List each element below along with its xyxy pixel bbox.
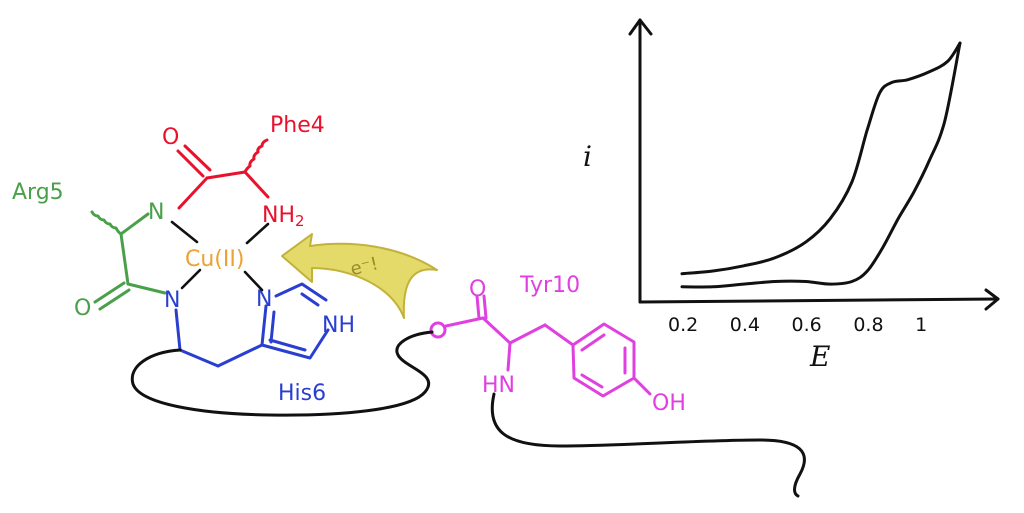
cv-y-axis-arrowhead <box>628 18 653 36</box>
copper-label: Cu(II) <box>185 247 244 272</box>
his-imidazole-ring <box>260 282 330 360</box>
arg-o-label: O <box>74 296 91 321</box>
cv-xtick-label: 0.4 <box>730 314 760 336</box>
tyr-ester-o-ring <box>429 321 447 339</box>
cv-x-axis <box>638 297 1000 304</box>
arg-carbonyl-double-b <box>98 288 131 311</box>
copper-center: Cu(II) <box>170 220 270 292</box>
cv-x-axis-arrowhead <box>984 288 1000 311</box>
arg-carbonyl-to-n-bond <box>126 282 167 295</box>
his-imidazole-nh-label: NH <box>322 313 355 338</box>
cv-tick-labels: 0.2 0.4 0.6 0.8 1 <box>668 314 927 336</box>
phe-nh2-label: NH2 <box>262 203 305 230</box>
tyr-carbonyl-double-b <box>482 294 488 320</box>
phe-backbone-bond <box>205 170 247 180</box>
tyr-phenyl-inner-3 <box>580 373 604 389</box>
tyr-phenyl-inner-1 <box>580 333 606 352</box>
phe-carbonyl-to-n-bond <box>177 176 209 210</box>
cu-nh2-bond <box>245 222 270 245</box>
cv-xlabel: E <box>809 340 830 373</box>
peptide-backbone-tail <box>490 392 806 498</box>
his6-fragment: N N NH His6 <box>164 282 355 406</box>
arg5-label: Arg5 <box>12 180 64 205</box>
cv-forward-scan-line <box>680 41 962 276</box>
his-n-to-ch2-bond <box>174 308 182 352</box>
phe4-fragment: O Phe4 NH2 <box>162 113 325 230</box>
phe-alpha-to-nh2-bond <box>243 170 270 199</box>
tyr-o-to-carbonyl <box>444 316 485 328</box>
his6-label: His6 <box>278 381 326 406</box>
his-n-label: N <box>164 288 180 313</box>
arg5-fragment: Arg5 N O <box>12 180 167 321</box>
tyr-carbonyl-double-a <box>475 294 481 320</box>
phe-carbonyl-double-bond-a <box>176 149 205 178</box>
his-imidazole-double-2 <box>300 292 320 307</box>
tyr-oh-label: OH <box>652 391 686 416</box>
electron-arrow-shape <box>281 233 438 319</box>
his-imidazole-double-3 <box>268 338 307 352</box>
cv-ylabel: i <box>583 140 592 173</box>
cu-n-his-bond <box>180 268 202 290</box>
cv-reverse-scan-line <box>680 41 962 289</box>
cv-axes <box>628 18 1000 311</box>
his-imidazole-n-label: N <box>256 287 272 312</box>
cv-xtick-label: 1 <box>915 314 927 336</box>
phe-o-label: O <box>162 125 179 150</box>
peptide-backbone-loop <box>130 330 434 417</box>
cv-xtick-label: 0.6 <box>792 314 822 336</box>
tyr10-label: Tyr10 <box>519 273 580 298</box>
cv-xtick-label: 0.2 <box>668 314 698 336</box>
arg-alpha-to-carbonyl-bond <box>119 232 130 286</box>
his-ch2-ring-link <box>216 343 264 368</box>
tyr-ring-to-oh <box>632 376 652 396</box>
his-ch2-to-ring-bond <box>178 348 220 368</box>
arg-n-to-alpha-bond <box>119 212 150 236</box>
arg-carbonyl-double-a <box>93 281 126 304</box>
his-imidazole-double-1 <box>269 310 276 344</box>
phe-wavy-bond <box>243 138 269 174</box>
tyr10-fragment: O Tyr10 HN OH <box>429 273 686 416</box>
tyr-hn-label: HN <box>482 373 515 398</box>
phe-carbonyl-double-bond-b <box>183 144 212 172</box>
phe-nh2-subscript: 2 <box>295 212 305 230</box>
phe4-label: Phe4 <box>270 113 325 138</box>
cu-n-arg-bond <box>170 220 199 244</box>
tyr-alpha-to-ch2 <box>508 323 547 345</box>
arg-n-label: N <box>148 200 164 225</box>
cv-xtick-label: 0.8 <box>853 314 883 336</box>
cv-series-group <box>680 41 962 289</box>
tyr-alpha-to-nh <box>506 341 512 372</box>
electron-transfer-arrow: e⁻! <box>281 233 438 319</box>
tyr-ch2-to-ring <box>543 323 575 347</box>
cyclic-voltammogram: 0.2 0.4 0.6 0.8 1 i E <box>583 18 1000 373</box>
tyr-o-label: O <box>469 277 486 302</box>
arg-wavy-bond <box>90 210 123 236</box>
cu-n-imidazole-bond <box>243 270 264 292</box>
tyr-carbonyl-to-alpha <box>481 316 512 345</box>
